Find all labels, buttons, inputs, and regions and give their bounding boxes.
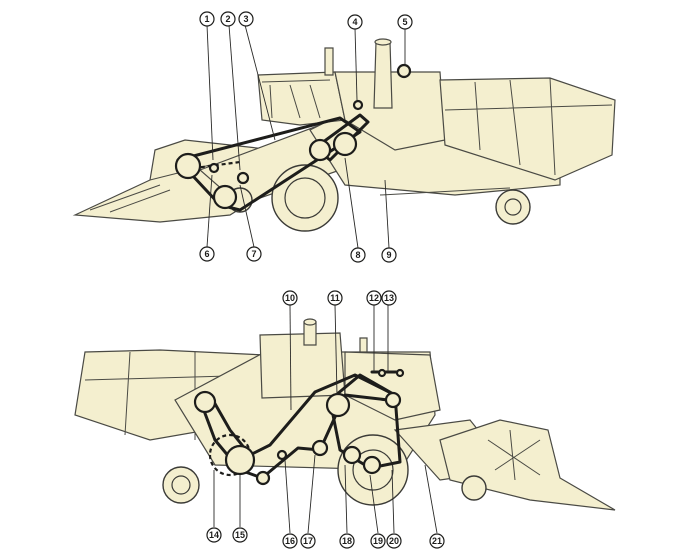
rear-hood-lines <box>444 77 613 176</box>
pulley-center-upper <box>325 392 351 418</box>
callout-16: 16 <box>282 533 298 549</box>
callout-10: 10 <box>282 290 298 306</box>
callout-11-label: 11 <box>330 293 340 303</box>
callout-6: 6 <box>199 246 215 262</box>
callout-19-label: 19 <box>373 536 383 546</box>
air-intake-top <box>324 47 334 76</box>
callout-13: 13 <box>381 290 397 306</box>
pulley-rear-upper <box>193 390 217 414</box>
air-intake-bottom <box>359 337 368 353</box>
callout-10-label: 10 <box>285 293 295 303</box>
callout-4: 4 <box>347 14 363 30</box>
callout-15-label: 15 <box>235 530 245 540</box>
callout-18-label: 18 <box>342 536 352 546</box>
callout-20-label: 20 <box>389 536 399 546</box>
belt-front-drive <box>328 373 402 470</box>
cabin-bottom <box>259 332 346 399</box>
combine-right-side-view <box>74 318 616 511</box>
cabin-window-lines <box>261 79 331 119</box>
pulley-engine-small-a <box>377 368 387 378</box>
pulley-rear-main <box>224 444 256 476</box>
callout-8-label: 8 <box>355 250 360 260</box>
callout-7: 7 <box>246 246 262 262</box>
pulley-center-lower <box>311 439 329 457</box>
belt-hidden-bottom <box>208 433 252 477</box>
pulley-feeder-drive <box>308 138 332 162</box>
callout-15: 15 <box>232 527 248 543</box>
pulley-front-right <box>362 455 382 475</box>
pulley-mid-idler <box>276 449 288 461</box>
pulley-cutter-bar <box>212 184 238 210</box>
callout-19: 19 <box>370 533 386 549</box>
callout-21-label: 21 <box>432 536 442 546</box>
callout-4-label: 4 <box>352 17 357 27</box>
exhaust-pipe-top <box>373 41 393 109</box>
callout-9-label: 9 <box>386 250 391 260</box>
callout-14-label: 14 <box>209 530 219 540</box>
callout-14: 14 <box>206 527 222 543</box>
callout-18: 18 <box>339 533 355 549</box>
callout-8: 8 <box>350 247 366 263</box>
pulley-front-left <box>342 445 362 465</box>
callout-1-label: 1 <box>204 14 209 24</box>
pulley-idler-top-b <box>208 162 220 174</box>
frame-rail-top <box>379 187 511 196</box>
callout-17: 17 <box>300 533 316 549</box>
callout-2: 2 <box>220 11 236 27</box>
header-wheel-bottom <box>461 475 487 501</box>
pulley-rear-idler <box>255 470 271 486</box>
callout-17-label: 17 <box>303 536 313 546</box>
callout-3-label: 3 <box>243 14 248 24</box>
callout-9: 9 <box>381 247 397 263</box>
pulley-engine-drive <box>384 391 402 409</box>
callout-21: 21 <box>429 533 445 549</box>
pulley-idler-top-a <box>236 171 250 185</box>
pulley-thresher <box>332 131 358 157</box>
pulley-grain-tank <box>352 99 364 111</box>
callout-12-label: 12 <box>369 293 379 303</box>
exhaust-cap-bottom <box>303 318 317 326</box>
grain-tank-top <box>334 71 446 151</box>
rear-wheel-top <box>495 189 531 225</box>
callout-5-label: 5 <box>402 17 407 27</box>
callout-6-label: 6 <box>204 249 209 259</box>
pulley-header-left <box>174 152 202 180</box>
callout-1: 1 <box>199 11 215 27</box>
callout-11: 11 <box>327 290 343 306</box>
callout-12: 12 <box>366 290 382 306</box>
callout-2-label: 2 <box>225 14 230 24</box>
header-reel-bottom <box>487 429 541 481</box>
callout-16-label: 16 <box>285 536 295 546</box>
callout-3: 3 <box>238 11 254 27</box>
front-wheel-top <box>271 164 339 232</box>
pulley-unloader <box>396 63 412 79</box>
pulley-engine-small-b <box>395 368 405 378</box>
callout-5: 5 <box>397 14 413 30</box>
rear-wheel-bottom <box>162 466 200 504</box>
callout-7-label: 7 <box>251 249 256 259</box>
callout-13-label: 13 <box>384 293 394 303</box>
exhaust-cap-top <box>374 38 392 46</box>
callout-20: 20 <box>386 533 402 549</box>
leader-lines <box>206 24 438 534</box>
combine-left-side-view <box>72 38 616 232</box>
